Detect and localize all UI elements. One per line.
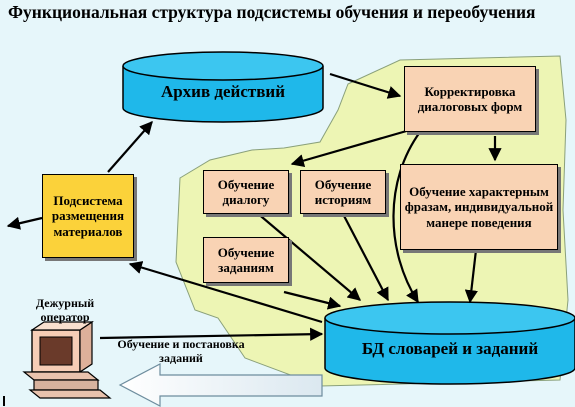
arrow-db-to-placement [128,261,323,324]
db-label: БД словарей и заданий [361,339,539,358]
hollow-arrow [118,363,323,407]
phrases-box: Обучение характерным фразам, индивидуаль… [400,164,558,250]
arrow-dialog-to-db [255,211,362,301]
placement-box: Подсистема размещения материалов [42,174,134,258]
arrow-phrases-to-db [464,249,478,304]
tasks-label: Обучение заданиям [217,244,275,275]
arrow-operator-to-db [99,327,324,341]
arrow-stories-to-db [341,211,389,302]
arrow-correction-to-dialog [290,128,411,168]
correction-box: Корректировка диалоговых форм [404,66,536,132]
dialog-box: Обучение диалогу [203,170,289,214]
computer-icon [22,320,112,399]
arrow-placement-to-archive [107,121,153,173]
phrases-label: Обучение характерным фразам, индивидуаль… [404,184,554,230]
arrow-correction-to-db [392,131,421,304]
arrow-placement-to-left [6,216,43,230]
dialog-label: Обучение диалогу [217,176,275,207]
placement-label: Подсистема размещения материалов [51,193,125,239]
training-label: Обучение и постановка заданий [117,337,245,365]
page-title: Функциональная структура подсистемы обуч… [8,2,536,22]
archive-label: Архив действий [160,82,286,101]
archive-cylinder [122,51,324,123]
tasks-box: Обучение заданиям [203,237,289,283]
stories-label: Обучение историям [314,176,372,207]
arrow-archive-to-correction [329,72,402,99]
correction-label: Корректировка диалоговых форм [417,83,523,114]
db-cylinder [324,301,575,385]
arrow-tasks-to-db [283,290,342,310]
stories-box: Обучение историям [300,170,386,214]
operator-label: Дежурный оператор [35,296,95,324]
